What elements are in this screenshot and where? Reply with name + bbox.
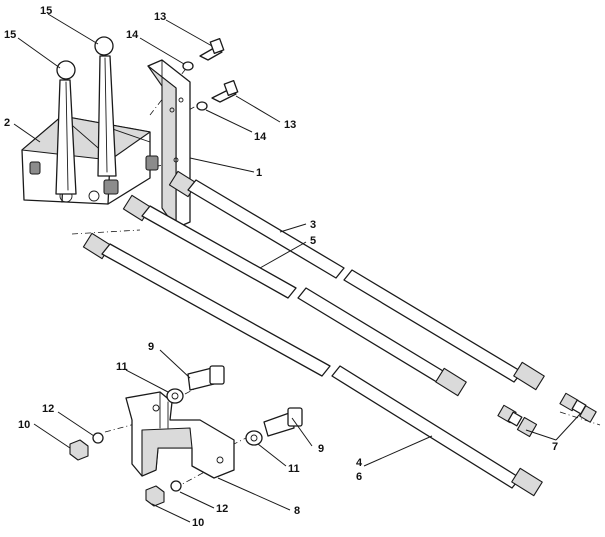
hydraulic-hose [122, 194, 467, 397]
callout-9: 9 [318, 443, 324, 455]
callout-2: 2 [4, 117, 10, 129]
callout-5: 5 [310, 235, 316, 247]
port-fitting [145, 155, 159, 171]
control-valve-assembly [21, 115, 159, 205]
callout-9: 9 [148, 341, 154, 353]
port-fitting [29, 161, 41, 175]
callout-12: 12 [216, 503, 228, 515]
callout-labels: 15 15 2 13 14 13 14 1 3 5 9 11 12 10 9 1… [4, 5, 558, 529]
hex-nut [145, 485, 165, 507]
hex-nut [69, 439, 89, 461]
callout-12: 12 [42, 403, 54, 415]
callout-6: 6 [356, 471, 362, 483]
lock-washer [196, 101, 208, 111]
hydraulic-hose [168, 170, 545, 391]
control-handle [55, 60, 77, 195]
callout-11: 11 [288, 463, 300, 475]
callout-1: 1 [256, 167, 262, 179]
flat-washer [166, 388, 184, 404]
callout-15: 15 [4, 29, 16, 41]
callout-7: 7 [552, 441, 558, 453]
callout-10: 10 [18, 419, 30, 431]
callout-14: 14 [126, 29, 139, 41]
adapter-fitting [559, 392, 597, 423]
callout-13: 13 [284, 119, 296, 131]
hydraulic-hose [82, 232, 543, 497]
control-handle [94, 36, 117, 177]
callout-8: 8 [294, 505, 300, 517]
callout-10: 10 [192, 517, 204, 529]
lock-washer [182, 61, 194, 71]
lock-washer [92, 432, 104, 444]
cap-screw [187, 365, 225, 391]
cap-screw [211, 80, 239, 103]
lever-bracket [125, 391, 235, 479]
callout-11: 11 [116, 361, 128, 373]
port-fitting [103, 179, 119, 195]
callout-13: 13 [154, 11, 166, 23]
leader-lines [13, 13, 581, 523]
callout-15: 15 [40, 5, 52, 17]
callout-4: 4 [356, 457, 363, 469]
lock-washer [170, 480, 182, 492]
callout-14: 14 [254, 131, 267, 143]
cap-screw [263, 407, 303, 437]
cap-screw [199, 38, 225, 61]
callout-3: 3 [310, 219, 316, 231]
mounting-bracket [147, 59, 191, 229]
flat-washer [245, 430, 263, 446]
